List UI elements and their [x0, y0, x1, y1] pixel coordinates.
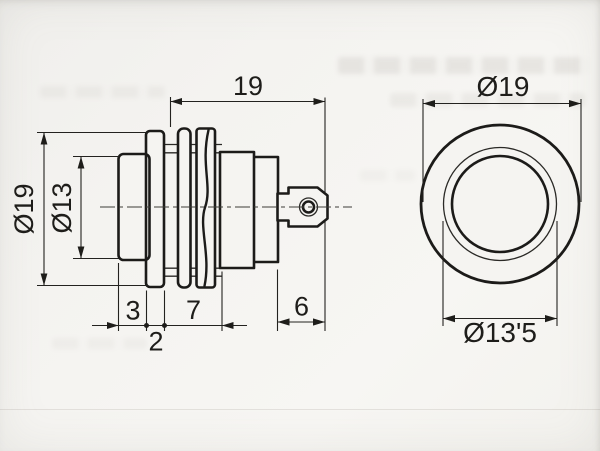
dimension-flange-diameter: Ø19 — [9, 131, 148, 287]
dim-label-overall-length: 19 — [233, 71, 263, 101]
dimension-cap-diameter: Ø13 — [47, 155, 119, 260]
front-bezel-circle — [442, 146, 558, 262]
bleed-through-smudge — [40, 86, 165, 98]
paper-crease — [0, 409, 600, 410]
bleed-through-smudge — [360, 170, 415, 181]
bleed-through-smudge — [52, 338, 147, 349]
dim-label-front-outer-diameter: Ø19 — [477, 71, 530, 102]
front-cap-circle — [450, 154, 550, 254]
dim-label-terminal-length: 6 — [294, 292, 309, 322]
lock-washer — [176, 127, 192, 289]
dimension-overall-length: 19 — [169, 71, 325, 127]
dim-label-cap-protrusion: 3 — [125, 296, 140, 326]
nut-chamfer-curve — [201, 128, 210, 288]
bleed-through-smudge — [338, 57, 590, 74]
side-view: 19 Ø19 Ø13 — [9, 71, 352, 357]
dimension-terminal-length: 6 — [276, 269, 325, 331]
dim-label-front-opening-diameter: Ø13'5 — [463, 317, 537, 348]
dimension-bottom-chain: 3 7 2 — [92, 263, 247, 357]
switch-body-rear — [252, 155, 280, 264]
dim-label-flange-diameter: Ø19 — [9, 183, 39, 234]
front-view: Ø19 Ø13'5 — [419, 71, 582, 348]
dim-label-bushing-length: 7 — [186, 295, 201, 325]
switch-body-front — [218, 150, 256, 270]
dimension-front-opening-diameter: Ø13'5 — [442, 221, 558, 348]
dim-label-cap-diameter: Ø13 — [47, 182, 77, 233]
dim-label-flange-thickness: 2 — [148, 327, 163, 357]
dimension-front-outer-diameter: Ø19 — [422, 71, 582, 202]
front-outer-circle — [419, 123, 581, 285]
flange-outline — [144, 129, 166, 289]
